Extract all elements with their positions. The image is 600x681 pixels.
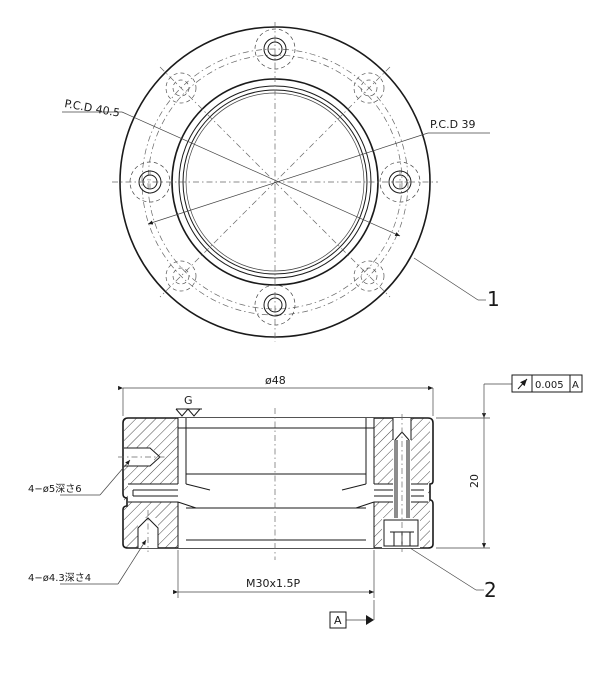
surface-finish-label: G bbox=[184, 394, 193, 407]
hole-note-lower: 4−ø4.3深さ4 bbox=[28, 539, 147, 585]
item-1-number: 1 bbox=[487, 287, 500, 311]
item-1-callout: 1 bbox=[413, 257, 500, 311]
section-outline bbox=[122, 417, 434, 549]
thread-label: M30x1.5P bbox=[246, 577, 300, 590]
datum-a: A bbox=[329, 600, 375, 629]
section-view: G ø48 20 0.005 A bbox=[28, 374, 583, 629]
pcd-right-callout: P.C.D 39 bbox=[147, 118, 490, 225]
runout-tolerance-frame: 0.005 A bbox=[483, 374, 583, 418]
datum-a-label: A bbox=[334, 614, 342, 627]
item-2-number: 2 bbox=[484, 578, 497, 602]
cap-screw bbox=[383, 414, 419, 552]
pcd-left-callout: P.C.D 40.5 bbox=[62, 97, 401, 237]
pcd-40-5-label: P.C.D 40.5 bbox=[63, 97, 120, 120]
hole-note-upper: 4−ø5深さ6 bbox=[28, 459, 131, 496]
bolt-holes-hidden bbox=[165, 72, 385, 292]
runout-datum: A bbox=[572, 380, 579, 391]
height-20-label: 20 bbox=[468, 474, 481, 488]
dimension-height-20: 20 bbox=[436, 413, 490, 549]
dimension-thread: M30x1.5P bbox=[173, 550, 375, 598]
top-view: P.C.D 40.5 P.C.D 39 1 bbox=[62, 22, 500, 342]
center-lines bbox=[112, 22, 438, 342]
item-2-callout: 2 bbox=[409, 547, 497, 602]
hole-note-lower-text: 4−ø4.3深さ4 bbox=[28, 572, 91, 584]
diameter-48-label: ø48 bbox=[265, 374, 286, 387]
dimension-diameter-48: ø48 bbox=[118, 374, 434, 416]
pcd-39-label: P.C.D 39 bbox=[430, 118, 476, 131]
surface-finish-symbol: G bbox=[175, 394, 202, 417]
runout-value: 0.005 bbox=[535, 380, 564, 391]
hole-note-upper-text: 4−ø5深さ6 bbox=[28, 483, 82, 495]
